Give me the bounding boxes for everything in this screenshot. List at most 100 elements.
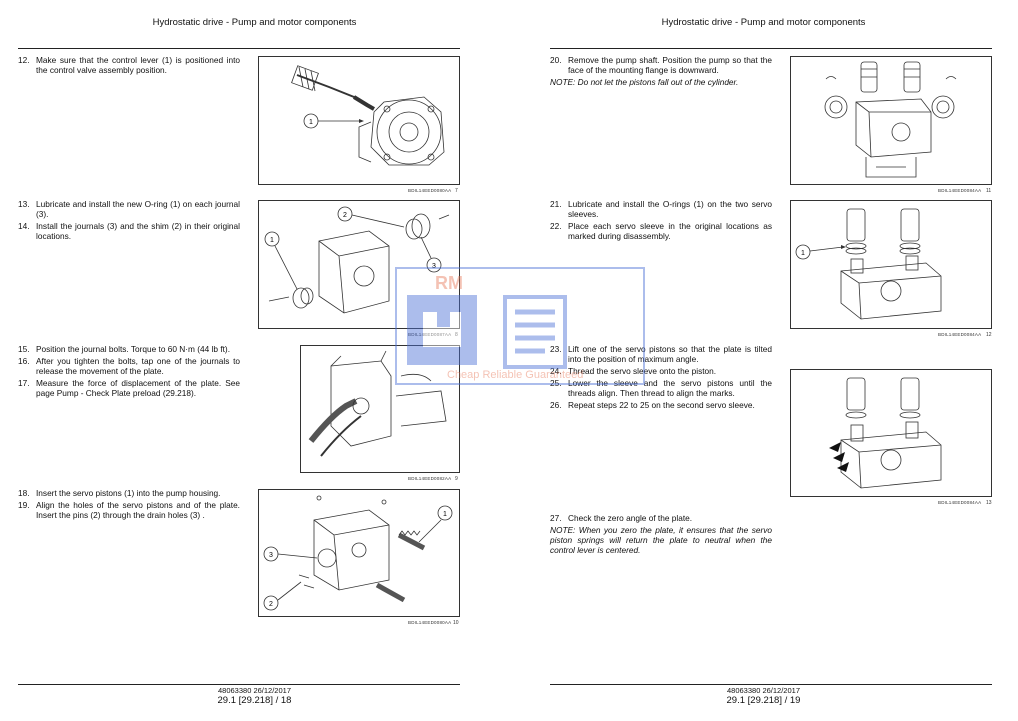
figure-8: 2 1 3: [258, 200, 460, 329]
callout-2: 2: [263, 581, 302, 611]
svg-text:1: 1: [443, 511, 447, 518]
step-17: 17. Measure the force of displacement of…: [18, 378, 240, 398]
step-text: Thread the servo sleeve onto the piston.: [568, 366, 717, 376]
steps-23-26: 23. Lift one of the servo pistons so tha…: [550, 344, 772, 412]
step-number: 17.: [18, 378, 30, 388]
step-22: 22. Place each servo sleeve in the origi…: [550, 221, 772, 241]
figure-number: 8: [455, 332, 458, 338]
step-text: Lubricate and install the new O-ring (1)…: [36, 199, 240, 219]
header-rule: [550, 48, 992, 49]
footer-rule: [550, 684, 992, 685]
figure-number: 7: [455, 188, 458, 194]
callout-3: 3: [263, 546, 318, 562]
figure-12: 1: [790, 200, 992, 329]
step-21: 21. Lubricate and install the O-rings (1…: [550, 199, 772, 219]
step-number: 22.: [550, 221, 562, 231]
figure-code: BDIL14EED0084AA: [938, 332, 982, 337]
note: NOTE: Do not let the pistons fall out of…: [550, 77, 739, 87]
step-text: Check the zero angle of the plate.: [568, 513, 693, 523]
footer-rule: [18, 684, 460, 685]
step-27: 27. Check the zero angle of the plate.: [550, 513, 772, 523]
callout-1: 1: [303, 113, 364, 129]
step-text: After you tighten the bolts, tap one of …: [36, 356, 240, 376]
servo-thread-illustration: [829, 377, 942, 489]
watermark-brand: RM: [435, 273, 463, 293]
step-15: 15. Position the journal bolts. Torque t…: [18, 344, 240, 354]
step-number: 14.: [18, 221, 30, 231]
steps-12: 12. Make sure that the control lever (1)…: [18, 55, 240, 77]
steps-15-17: 15. Position the journal bolts. Torque t…: [18, 344, 240, 400]
figure-number: 12: [986, 332, 992, 338]
step-25: 25. Lower the sleeve and the servo pisto…: [550, 378, 772, 398]
page-footer: 48063380 26/12/2017 29.1 [29.218] / 18: [0, 686, 509, 706]
footer-code: 48063380 26/12/2017: [218, 686, 291, 695]
step-number: 20.: [550, 55, 562, 65]
step-text: Align the holes of the servo pistons and…: [36, 500, 240, 520]
step-18: 18. Insert the servo pistons (1) into th…: [18, 488, 240, 498]
figure-9: [300, 345, 460, 473]
page-header: Hydrostatic drive - Pump and motor compo…: [152, 17, 357, 28]
step-number: 15.: [18, 344, 30, 354]
step-26: 26. Repeat steps 22 to 25 on the second …: [550, 400, 772, 410]
callout-1: 1: [264, 231, 298, 290]
figure-code: BDIL14EED0084AA: [938, 500, 982, 505]
step-12: 12. Make sure that the control lever (1)…: [18, 55, 240, 75]
step-text: Remove the pump shaft. Position the pump…: [568, 55, 772, 75]
step-20: 20. Remove the pump shaft. Position the …: [550, 55, 772, 75]
servo-piston-illustration: 1 3 2: [263, 495, 453, 611]
footer-page-number: 29.1 [29.218] / 19: [726, 695, 801, 706]
step-23: 23. Lift one of the servo pistons so tha…: [550, 344, 772, 364]
step-19: 19. Align the holes of the servo pistons…: [18, 500, 240, 520]
step-text: Measure the force of displacement of the…: [36, 378, 240, 398]
step-number: 12.: [18, 55, 30, 65]
figure-code: BDIL14EED0080AA: [408, 188, 452, 193]
watermark-tagline: Cheap Reliable Guaranteed: [447, 369, 583, 381]
figure-13: [790, 369, 992, 497]
step-number: 16.: [18, 356, 30, 366]
page-header: Hydrostatic drive - Pump and motor compo…: [661, 17, 866, 28]
svg-text:1: 1: [270, 237, 274, 244]
figure-code: BDIL14EED0087AA: [408, 332, 451, 337]
footer-code: 48063380 26/12/2017: [727, 686, 800, 695]
step-number: 24.: [550, 366, 562, 376]
steps-27: 27. Check the zero angle of the plate. N…: [550, 513, 772, 557]
footer-page-number: 29.1 [29.218] / 18: [217, 695, 292, 706]
figure-number: 13: [986, 500, 992, 506]
svg-text:1: 1: [801, 250, 805, 257]
callout-2: 2: [337, 206, 405, 228]
step-number: 25.: [550, 378, 562, 388]
figure-code: BDIL14EED0080AA: [408, 620, 452, 625]
figure-number: 11: [986, 188, 992, 194]
figure-number: 10: [453, 620, 459, 626]
step-16: 16. After you tighten the bolts, tap one…: [18, 356, 240, 376]
figure-code: BDIL14EED0084AA: [938, 188, 982, 193]
step-text: Install the journals (3) and the shim (2…: [36, 221, 240, 241]
step-text: Repeat steps 22 to 25 on the second serv…: [568, 400, 755, 410]
callout-1: 1: [795, 244, 846, 260]
step-number: 13.: [18, 199, 30, 209]
step-text: Make sure that the control lever (1) is …: [36, 55, 240, 75]
step-text: Lubricate and install the O-rings (1) on…: [568, 199, 772, 219]
journal-oring-illustration: 2 1 3: [264, 206, 450, 314]
step-number: 18.: [18, 488, 30, 498]
step-text: Place each servo sleeve in the original …: [568, 221, 772, 241]
svg-text:3: 3: [269, 552, 273, 559]
step-24: 24. Thread the servo sleeve onto the pis…: [550, 366, 772, 376]
figure-code: BDIL14EED0082AA: [408, 476, 452, 481]
step-number: 23.: [550, 344, 562, 354]
arrow-icons: [829, 442, 849, 472]
step-number: 19.: [18, 500, 30, 510]
steps-20: 20. Remove the pump shaft. Position the …: [550, 55, 772, 89]
step-text: Insert the servo pistons (1) into the pu…: [36, 488, 221, 498]
callout-1: 1: [418, 505, 453, 543]
figure-11: [790, 56, 992, 185]
steps-13-14: 13. Lubricate and install the new O-ring…: [18, 199, 240, 243]
figure-7: 1: [258, 56, 460, 185]
servo-sleeve-illustration: 1: [795, 208, 942, 320]
step-14: 14. Install the journals (3) and the shi…: [18, 221, 240, 241]
header-rule: [18, 48, 460, 49]
pump-shaft-illustration: 1: [291, 65, 445, 166]
step-number: 21.: [550, 199, 562, 209]
svg-text:3: 3: [432, 263, 436, 270]
step-number: 26.: [550, 400, 562, 410]
